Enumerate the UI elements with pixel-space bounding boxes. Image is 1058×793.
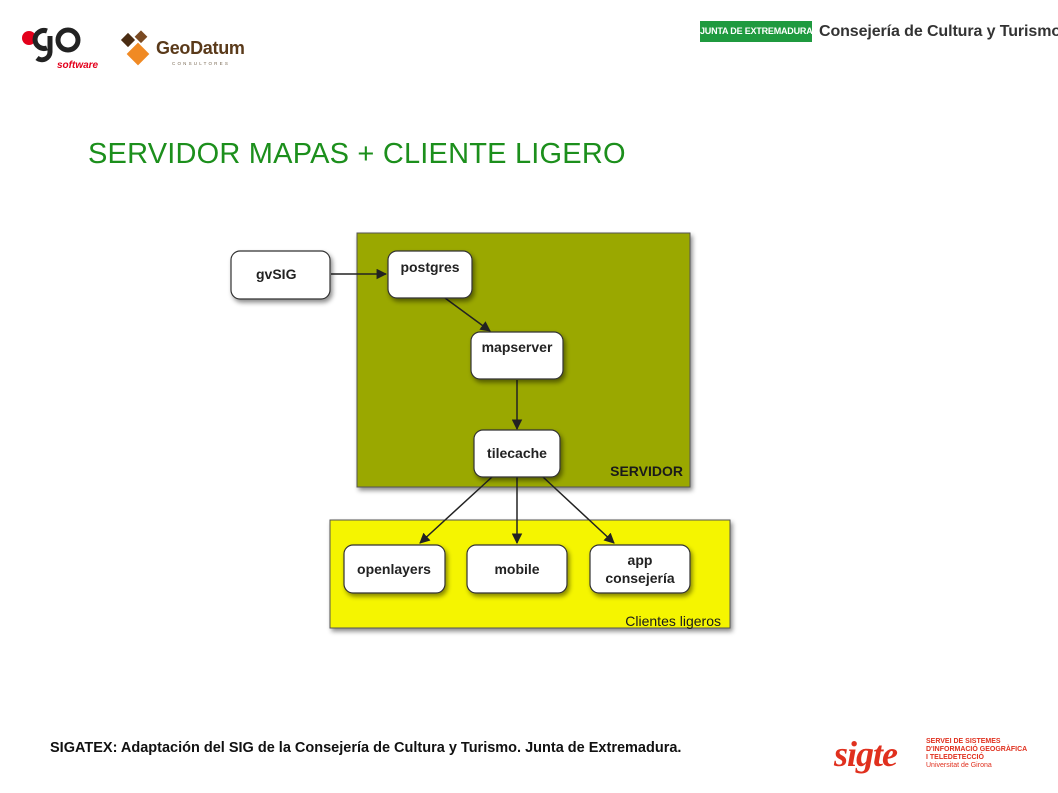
node-mapserver-label: mapserver — [482, 339, 553, 355]
slide-title: SERVIDOR MAPAS + CLIENTE LIGERO — [88, 138, 626, 170]
go-logo-o — [55, 27, 81, 53]
node-openlayers-label: openlayers — [357, 561, 431, 577]
geodatum-subtitle: CONSULTORES — [172, 61, 231, 66]
geodatum-name: GeoDatum — [156, 38, 245, 58]
consejeria-text: Consejería de Cultura y Turismo — [819, 23, 1058, 40]
server-label: SERVIDOR — [610, 463, 683, 479]
node-mobile: mobile — [466, 544, 568, 594]
geodatum-diamond-icon — [120, 30, 150, 66]
arrow-tilecache-openlayers — [419, 476, 493, 544]
sigte-line-4: Universitat de Girona — [926, 762, 992, 769]
node-mobile-label: mobile — [494, 561, 539, 577]
node-app-label-line2: consejería — [605, 570, 674, 586]
arrow-tilecache-app — [542, 476, 615, 544]
sigte-logo-text: SERVEI DE SISTEMES D'INFORMACIÓ GEOGRÀFI… — [926, 738, 1027, 770]
node-openlayers: openlayers — [343, 544, 446, 594]
node-postgres: postgres — [387, 250, 473, 299]
clients-label: Clientes ligeros — [625, 613, 721, 629]
node-postgres-label: postgres — [400, 259, 459, 275]
sigte-line-1: SERVEI DE SISTEMES — [926, 738, 1001, 745]
node-gvsig: gvSIG — [230, 250, 331, 300]
go-software-logo: software — [22, 27, 99, 71]
go-logo-red-dot — [22, 31, 36, 45]
node-tilecache-label: tilecache — [487, 445, 547, 461]
go-logo-g — [32, 28, 53, 63]
junta-extremadura-badge: JUNTA DE EXTREMADURA — [700, 21, 813, 42]
node-gvsig-label: gvSIG — [256, 266, 297, 282]
slide-footer: SIGATEX: Adaptación del SIG de la Consej… — [50, 740, 682, 756]
node-app-label-line1: app — [628, 552, 653, 568]
go-logo-software-text: software — [57, 60, 99, 71]
arrow-postgres-mapserver — [444, 297, 491, 332]
sigte-line-3: I TELEDETECCIÓ — [926, 754, 984, 761]
node-tilecache: tilecache — [473, 429, 561, 478]
node-mapserver: mapserver — [470, 331, 564, 380]
sigte-logo-word: sigte — [834, 734, 898, 774]
node-app-consejeria: app consejería — [589, 544, 691, 594]
sigte-line-2: D'INFORMACIÓ GEOGRÀFICA — [926, 746, 1028, 753]
